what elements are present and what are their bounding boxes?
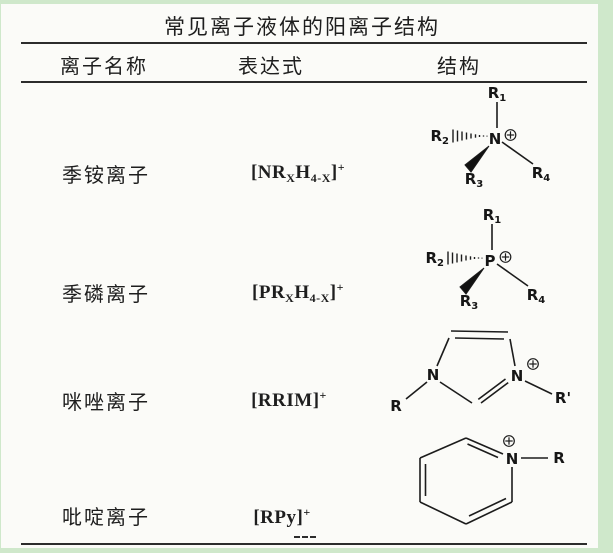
- paper-background: [1, 4, 598, 548]
- atom-label-n: N: [506, 450, 519, 468]
- row-name-pyridinium: 吡啶离子: [62, 507, 150, 529]
- table-title: 常见离子液体的阳离子结构: [164, 15, 440, 39]
- hashed-wedge-bond-r2: [452, 129, 488, 143]
- column-header-ion-name: 离子名称: [60, 56, 148, 78]
- bond-r4: [501, 141, 534, 165]
- structure-pyridinium-ring: N R: [419, 435, 565, 525]
- atom-label-r-right: R': [555, 389, 571, 407]
- bond-r-left: [405, 381, 428, 400]
- atom-label-r4: R4: [527, 286, 546, 306]
- expression-imidazolium: [RRIM]+: [251, 388, 327, 411]
- atom-label-r1: R1: [488, 85, 507, 104]
- atom-label-r-left: R: [390, 397, 402, 415]
- row-name-ammonium: 季铵离子: [62, 165, 150, 187]
- atom-label-n-left: N: [427, 366, 440, 384]
- bond-r4: [496, 263, 529, 287]
- row-name-phosphonium: 季磷离子: [62, 284, 150, 306]
- dashed-underline-mark: [294, 536, 316, 538]
- atom-label-r3: R3: [465, 170, 484, 190]
- hashed-wedge-bond-r2: [447, 251, 483, 265]
- expression-ammonium: [NRXH4-X]+: [250, 160, 346, 185]
- atom-label-r: R: [553, 449, 565, 467]
- atom-label-r4: R4: [532, 164, 551, 184]
- positive-charge-icon: [499, 251, 512, 263]
- structure-imidazolium-ring: N N R R': [390, 330, 571, 415]
- top-rule: [21, 42, 587, 44]
- atom-label-r3: R3: [460, 292, 479, 312]
- structure-phosphonium-cation: R1 R2 P R3 R4: [425, 207, 546, 312]
- header-rule: [21, 81, 587, 83]
- positive-charge-icon: [503, 435, 515, 447]
- bond-r-right: [524, 380, 553, 395]
- atom-label-center-p: P: [485, 252, 496, 270]
- solid-wedge-bond-r3: [459, 267, 485, 295]
- solid-wedge-bond-r3: [464, 145, 490, 173]
- ring-bonds: [419, 437, 513, 525]
- positive-charge-icon: [504, 129, 517, 141]
- atom-label-center-n: N: [489, 130, 502, 148]
- row-name-imidazolium: 咪唑离子: [62, 392, 150, 414]
- bottom-rule: [21, 543, 587, 545]
- atom-label-n-right: N: [511, 367, 524, 385]
- expression-phosphonium: [PRXH4-X]+: [252, 280, 344, 305]
- column-header-expression: 表达式: [238, 56, 304, 78]
- atom-label-r2: R2: [430, 127, 449, 147]
- atom-label-r1: R1: [483, 207, 502, 226]
- structure-ammonium-cation: R1 R2 N R3 R4: [430, 85, 551, 190]
- atom-label-r2: R2: [425, 249, 444, 269]
- column-header-structure: 结构: [437, 56, 481, 78]
- ring-bonds: [436, 330, 516, 404]
- expression-pyridinium: [RPy]+: [253, 505, 311, 528]
- positive-charge-icon: [527, 358, 539, 370]
